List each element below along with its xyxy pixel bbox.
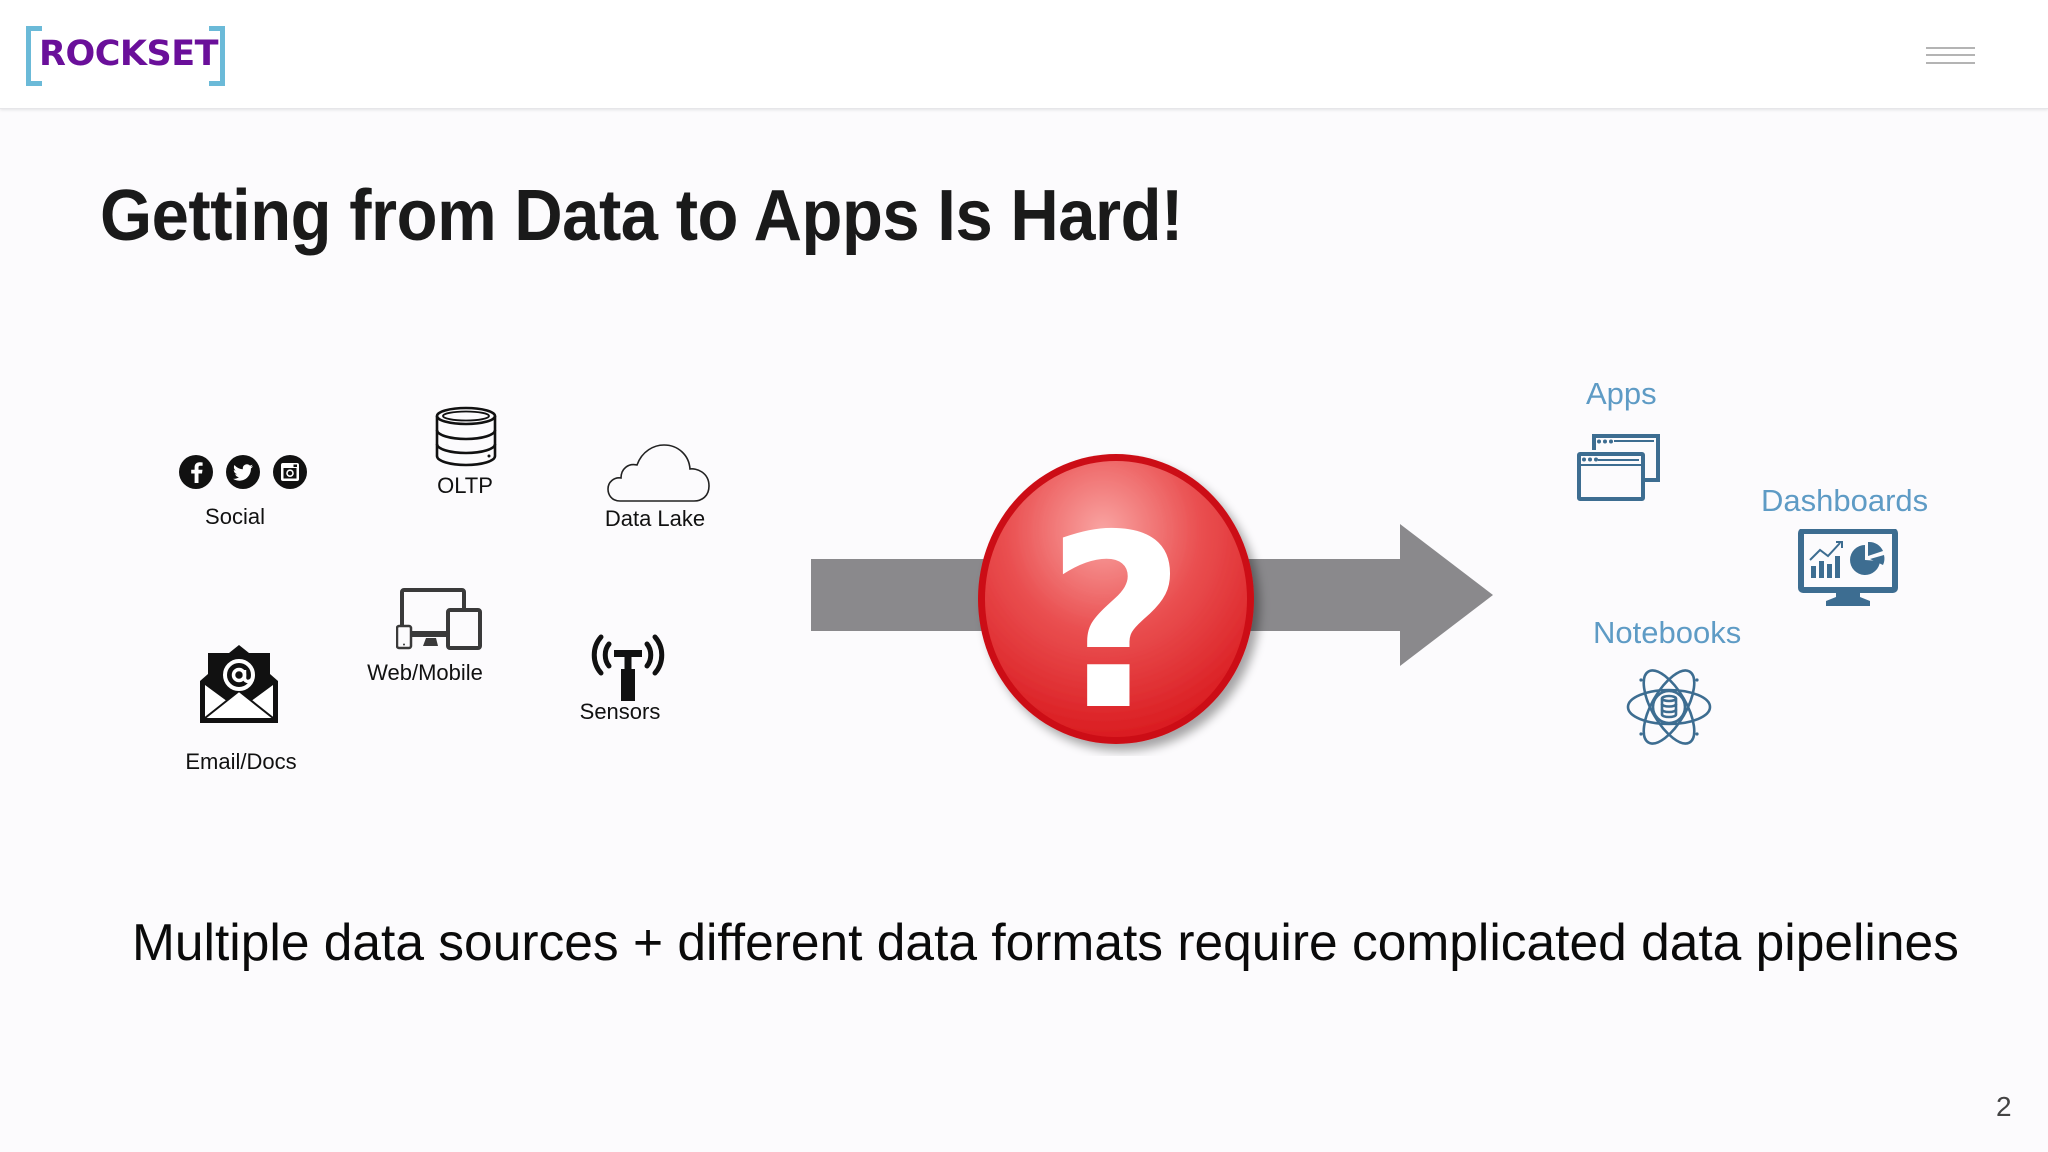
svg-text:?: ? xyxy=(1046,483,1185,756)
logo-wordmark: ROCKSET xyxy=(39,34,219,74)
database-icon xyxy=(434,406,498,468)
devices-icon xyxy=(395,588,482,650)
rockset-logo[interactable]: ROCKSET xyxy=(26,26,225,86)
dashboard-monitor-icon xyxy=(1798,528,1898,609)
source-label-web-mobile: Web/Mobile xyxy=(367,660,483,685)
email-envelope-icon xyxy=(198,644,280,725)
sensor-antenna-icon xyxy=(590,633,666,701)
logo-right-bracket xyxy=(209,26,225,86)
slide-title: Getting from Data to Apps Is Hard! xyxy=(100,176,1183,256)
source-label-data-lake: Data Lake xyxy=(604,506,706,531)
source-label-sensors: Sensors xyxy=(579,699,661,724)
page-number: 2 xyxy=(1996,1091,2012,1122)
header-bar: ROCKSET xyxy=(0,0,2048,109)
destination-label-dashboards: Dashboards xyxy=(1761,483,1929,518)
source-label-oltp: OLTP xyxy=(437,473,493,498)
destination-label-apps: Apps xyxy=(1586,376,1657,411)
hamburger-menu-icon[interactable] xyxy=(1918,38,1982,72)
slide-subtitle: Multiple data sources + different data f… xyxy=(132,913,1959,971)
source-label-email-docs: Email/Docs xyxy=(185,749,297,774)
logo-left-bracket xyxy=(26,26,42,86)
destination-label-notebooks: Notebooks xyxy=(1593,615,1742,650)
source-label-social: Social xyxy=(205,504,265,529)
cloud-icon xyxy=(606,442,712,504)
instagram-icon xyxy=(273,455,307,489)
facebook-icon xyxy=(179,455,213,489)
twitter-icon xyxy=(226,455,260,489)
social-icons xyxy=(178,454,308,490)
question-mark-icon: ? xyxy=(965,446,1275,763)
app-windows-icon xyxy=(1576,432,1662,502)
atom-notebook-icon xyxy=(1624,663,1714,751)
